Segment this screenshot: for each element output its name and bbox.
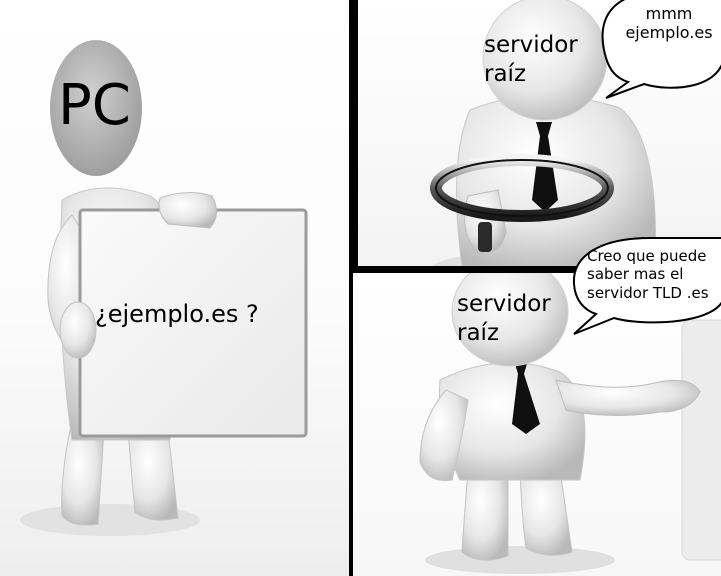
speech-bubble-text-thinking: mmm ejemplo.es — [625, 4, 713, 43]
root-server-figure-thinking — [430, 0, 657, 266]
tie-icon — [532, 122, 558, 212]
pc-head — [50, 40, 142, 176]
panel-divider — [349, 266, 353, 576]
sign-question-text: ¿ejemplo.es ? — [95, 300, 259, 328]
speech-bubble-thinking — [601, 0, 721, 99]
tie-icon — [512, 360, 540, 434]
pc-figure — [20, 40, 308, 536]
root-server-label-bottom: servidor raíz — [457, 291, 551, 346]
root-server-head — [451, 273, 569, 367]
pc-head-label: PC — [58, 73, 131, 138]
root-server-figure-pointing — [419, 273, 721, 574]
panel-divider — [353, 266, 721, 273]
panel-divider — [349, 0, 358, 272]
speech-bubble-text-pointing: Creo que puede saber mas el servidor TLD… — [587, 247, 709, 302]
speech-bubble-pointing — [572, 237, 721, 335]
root-server-label-top: servidor raíz — [484, 32, 578, 87]
